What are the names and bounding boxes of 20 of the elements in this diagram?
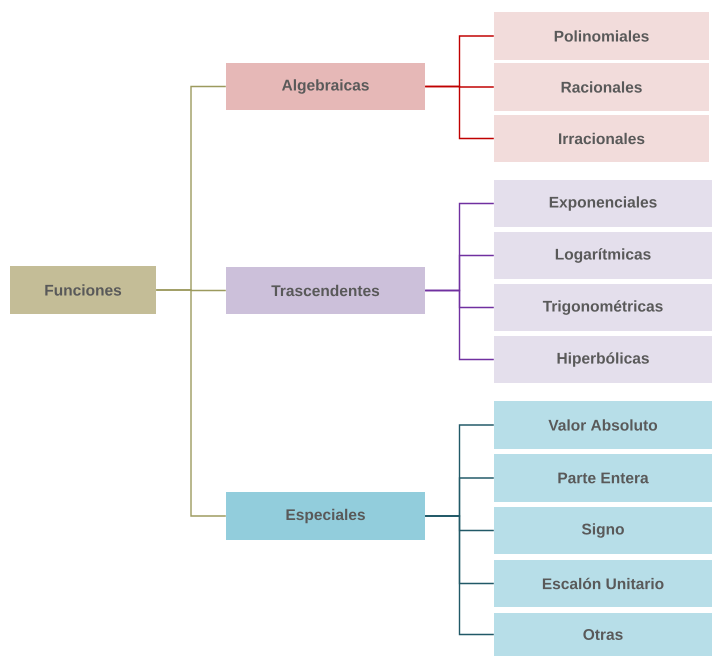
connector-line xyxy=(156,289,226,517)
connector-line xyxy=(425,515,494,636)
category-box: Signo xyxy=(494,507,712,554)
category-box: Valor Absoluto xyxy=(494,401,712,449)
category-box: Hiperbólicas xyxy=(494,336,712,383)
category-box: Especiales xyxy=(226,492,425,540)
category-box: Algebraicas xyxy=(226,63,425,110)
connector-line xyxy=(425,86,494,140)
category-box: Otras xyxy=(494,613,712,656)
connector-line xyxy=(425,290,494,360)
category-box: Parte Entera xyxy=(494,454,712,502)
category-box: Racionales xyxy=(494,63,709,111)
category-box: Escalón Unitario xyxy=(494,560,712,607)
category-box: Trascendentes xyxy=(226,267,425,314)
category-box: Exponenciales xyxy=(494,180,712,227)
category-box: Trigonométricas xyxy=(494,284,712,331)
category-box: Funciones xyxy=(10,266,156,314)
category-box: Irracionales xyxy=(494,115,709,162)
category-box: Logarítmicas xyxy=(494,232,712,279)
category-box: Polinomiales xyxy=(494,12,709,60)
